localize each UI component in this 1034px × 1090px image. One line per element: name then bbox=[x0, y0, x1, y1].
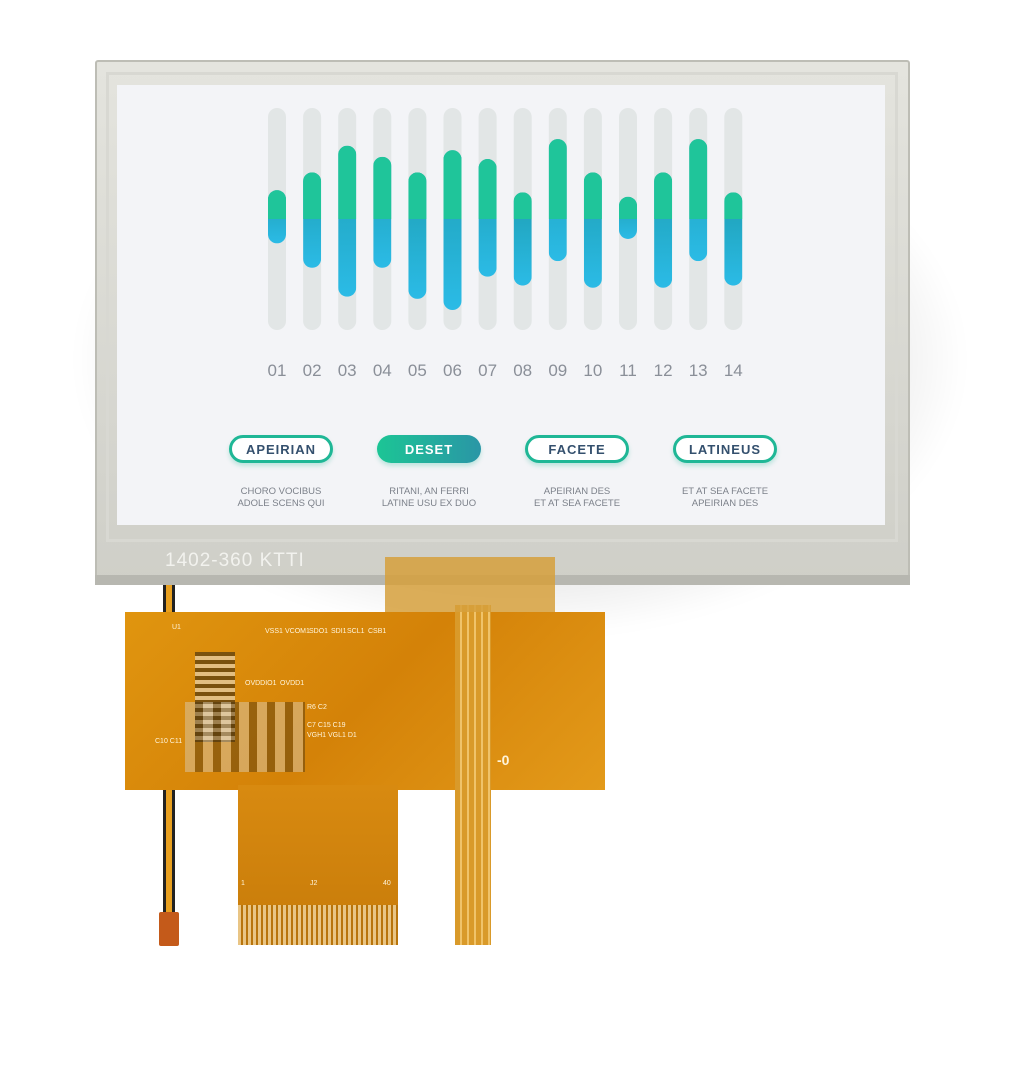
pcb-label: J2 bbox=[310, 880, 318, 887]
description-line: ET AT SEA FACETE bbox=[681, 486, 769, 497]
description-line: RITANI, AN FERRI bbox=[389, 486, 469, 497]
eq-band-label: 13 bbox=[688, 361, 708, 380]
eq-band-label: 11 bbox=[619, 361, 637, 380]
eq-bar[interactable] bbox=[654, 172, 673, 288]
wire-connector bbox=[159, 912, 179, 946]
pcb-label: SCL1 bbox=[347, 628, 365, 635]
eq-bar[interactable] bbox=[548, 139, 567, 262]
pcb-label: U1 bbox=[172, 624, 181, 631]
eq-band-label: 14 bbox=[723, 361, 743, 380]
eq-bar[interactable] bbox=[689, 139, 708, 262]
description-line: ET AT SEA FACETE bbox=[533, 498, 621, 509]
eq-band-label: 12 bbox=[653, 361, 673, 380]
pcb-label: 40 bbox=[383, 880, 391, 887]
eq-bar[interactable] bbox=[303, 172, 322, 268]
preset-button-deset[interactable]: DESET bbox=[377, 435, 481, 463]
fpc-connector-pins bbox=[238, 905, 398, 945]
eq-band-label: 05 bbox=[407, 361, 427, 380]
model-label: 1402-360 KTTI bbox=[165, 550, 305, 571]
pcb-label: SDO1 bbox=[309, 628, 329, 635]
preset-button-latineus[interactable]: LATINEUS bbox=[673, 435, 777, 463]
touch-panel-border bbox=[106, 72, 898, 542]
eq-bar[interactable] bbox=[583, 172, 602, 288]
pcb-label: 1 bbox=[241, 880, 245, 887]
eq-bar[interactable] bbox=[443, 150, 462, 311]
pcb-label: OVDDIO1 bbox=[245, 680, 277, 687]
eq-band-label: 04 bbox=[372, 361, 392, 380]
pcb-label: C7 C15 C19 bbox=[307, 722, 346, 729]
pcb-label: VCOM1 bbox=[285, 628, 310, 635]
eq-band-label: 07 bbox=[478, 361, 498, 380]
eq-bar[interactable] bbox=[268, 190, 286, 244]
preset-button-facete[interactable]: FACETE bbox=[525, 435, 629, 463]
preset-button-apeirian[interactable]: APEIRIAN bbox=[229, 435, 333, 463]
pcb-label: R6 C2 bbox=[307, 704, 327, 711]
components bbox=[195, 652, 235, 742]
eq-band-label: 02 bbox=[302, 361, 322, 380]
pcb-label: OVDD1 bbox=[280, 680, 305, 687]
pcb-label: -0 bbox=[497, 752, 510, 768]
description-line: CHORO VOCIBUS bbox=[240, 486, 322, 497]
pcb-label: SDI1 bbox=[331, 628, 347, 635]
touch-fpc-tab bbox=[385, 557, 555, 612]
eq-band-label: 03 bbox=[337, 361, 357, 380]
components bbox=[185, 702, 305, 772]
eq-band-label: 09 bbox=[548, 361, 568, 380]
eq-bar[interactable] bbox=[619, 196, 637, 239]
eq-bar[interactable] bbox=[478, 159, 497, 277]
eq-band-label: 08 bbox=[513, 361, 533, 380]
flex-pcb: VSS1 VCOM1 SDO1 SDI1 SCL1 CSB1 OVDDIO1 O… bbox=[125, 612, 605, 790]
touch-fpc-tail bbox=[455, 605, 491, 945]
pcb-label: CSB1 bbox=[368, 628, 387, 635]
pcb-label: C10 C11 bbox=[155, 738, 183, 745]
equalizer-chart bbox=[268, 108, 743, 330]
eq-bar[interactable] bbox=[513, 192, 532, 286]
description-line: LATINE USU EX DUO bbox=[381, 498, 477, 509]
pcb-label: VSS1 bbox=[265, 628, 283, 635]
eq-bar[interactable] bbox=[408, 172, 427, 299]
eq-bar[interactable] bbox=[338, 145, 357, 297]
description-line: ADOLE SCENS QUI bbox=[237, 498, 325, 509]
pcb-label: VGH1 VGL1 D1 bbox=[307, 732, 357, 739]
eq-band-label: 01 bbox=[267, 361, 287, 380]
description-line: APEIRIAN DES bbox=[543, 486, 611, 497]
eq-band-label: 10 bbox=[583, 361, 603, 380]
description-line: APEIRIAN DES bbox=[691, 498, 759, 509]
eq-bar[interactable] bbox=[724, 192, 743, 286]
eq-bar[interactable] bbox=[373, 156, 392, 268]
eq-band-label: 06 bbox=[443, 361, 462, 380]
